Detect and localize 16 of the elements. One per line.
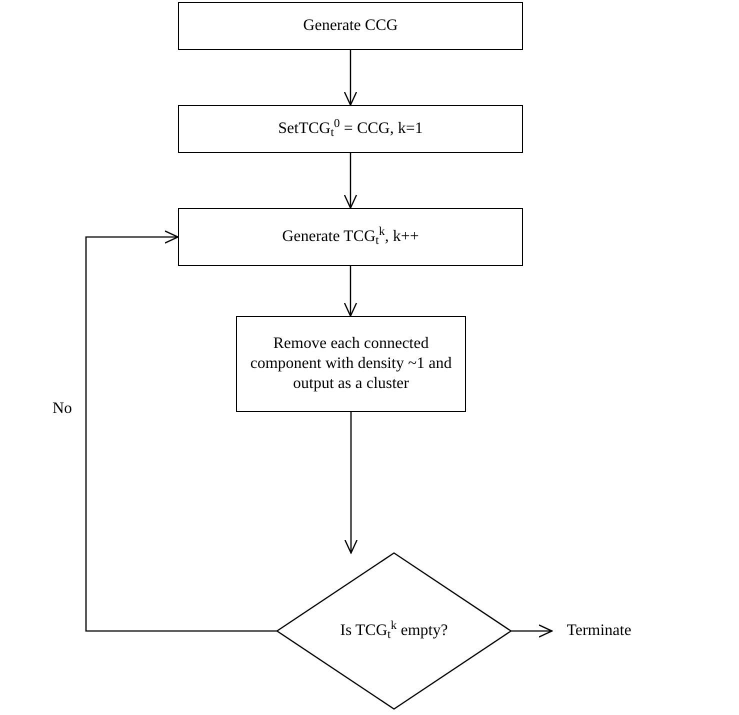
terminal-text: Terminate <box>566 621 632 641</box>
box-label: Remove each connected component with density ~1 and output as a cluster <box>249 334 453 394</box>
box-label: Generate TCG$_{t}$$^{k}$, k++ <box>282 227 419 247</box>
arrow <box>511 624 553 638</box>
process-box <box>178 2 523 50</box>
arrow <box>344 412 358 554</box>
arrow <box>85 230 277 632</box>
arrow <box>344 153 358 209</box>
arrow <box>344 50 358 106</box>
process-box <box>178 105 523 153</box>
process-box <box>178 208 523 266</box>
box-label: SetTCG$_{t}$$^{0}$ = CCG, k=1 <box>278 119 423 139</box>
process-box <box>236 316 466 412</box>
box-label: Generate CCG <box>303 16 398 36</box>
decision-text: Is TCG$_{t}$$^{k}$ empty? <box>340 621 448 641</box>
arrow <box>344 266 358 317</box>
